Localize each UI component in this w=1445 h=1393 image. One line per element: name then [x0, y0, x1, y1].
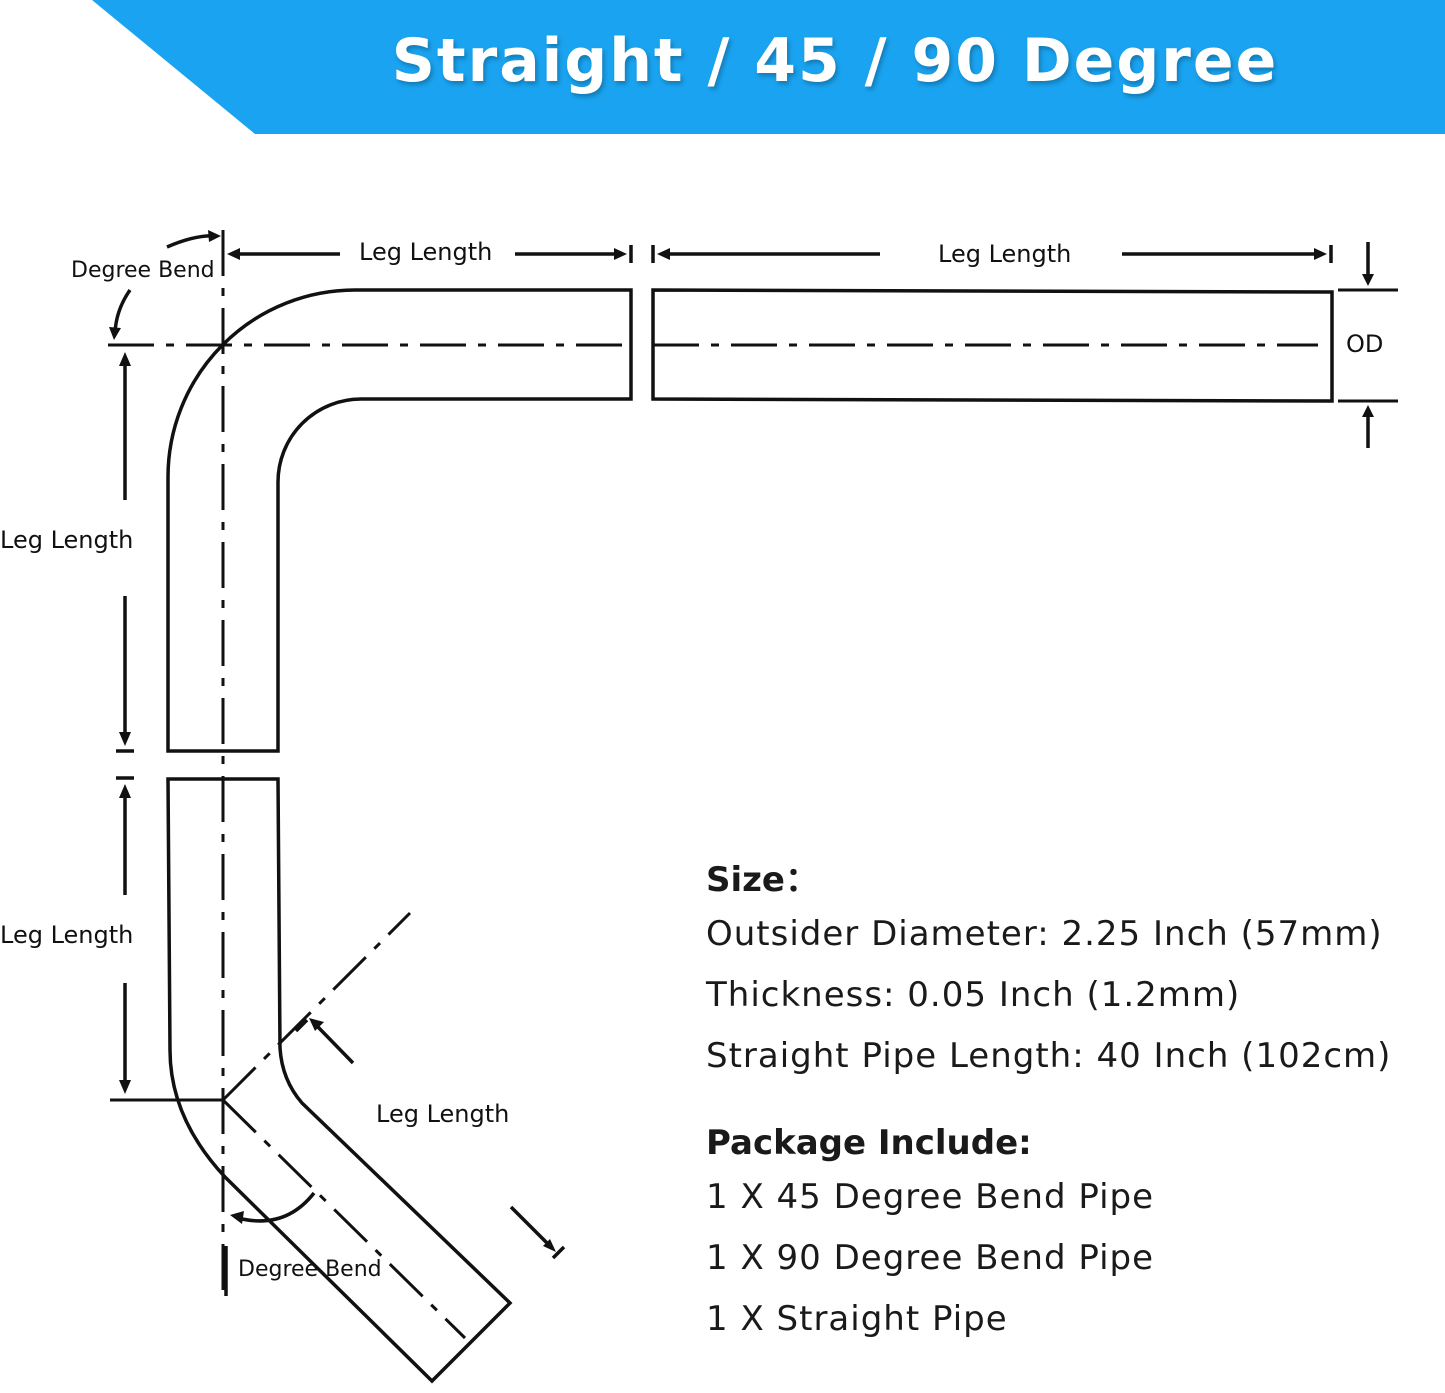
label-degree-bend-top: Degree Bend	[71, 258, 215, 283]
dim-arrow	[119, 1080, 131, 1094]
dim-arrow	[119, 784, 131, 798]
dim-tick	[551, 1245, 566, 1260]
pipe-45-degree-bend	[166, 777, 513, 1384]
spec-outside-diameter: Outsider Diameter: 2.25 Inch (57mm)	[706, 914, 1383, 954]
dim-arrow	[1362, 405, 1374, 417]
label-leg-length-top-left: Leg Length	[359, 238, 492, 266]
package-item: 1 X Straight Pipe	[706, 1299, 1008, 1339]
package-section: Package Include: 1 X 45 Degree Bend Pipe…	[706, 1119, 1426, 1350]
dim-arrow	[109, 327, 121, 340]
spec-thickness: Thickness: 0.05 Inch (1.2mm)	[706, 975, 1241, 1015]
page-title: Straight / 45 / 90 Degree	[391, 26, 1279, 96]
label-leg-length-top-right: Leg Length	[938, 240, 1071, 268]
dim-arrow	[1314, 248, 1327, 260]
centerline-45-diagonal	[221, 1098, 467, 1340]
dim-arrow	[230, 1211, 244, 1224]
label-leg-length-left-upper: Leg Length	[0, 526, 133, 554]
label-od: OD	[1346, 330, 1383, 358]
label-leg-length-diagonal: Leg Length	[376, 1100, 509, 1128]
dim-line-diagonal-b	[509, 1205, 552, 1248]
dim-arrow	[309, 1018, 324, 1031]
size-heading: Size：	[706, 860, 819, 900]
specs-panel: Size： Outsider Diameter: 2.25 Inch (57mm…	[706, 856, 1426, 1350]
dim-line-diagonal-a	[316, 1025, 355, 1065]
dim-arrow	[1362, 274, 1374, 286]
dim-tick	[294, 1018, 309, 1033]
dim-arrow	[543, 1239, 556, 1252]
label-leg-length-left-lower: Leg Length	[0, 921, 133, 949]
centerline-45-extension	[221, 911, 412, 1102]
dim-arrow	[208, 230, 221, 242]
label-degree-bend-bottom: Degree Bend	[238, 1257, 382, 1282]
degree-bend-arc-top-lower	[113, 288, 132, 334]
dim-arrow	[657, 248, 670, 260]
degree-bend-arc-top	[166, 234, 215, 249]
package-item: 1 X 90 Degree Bend Pipe	[706, 1238, 1155, 1278]
degree-bend-arc-bottom	[237, 1191, 316, 1223]
package-item: 1 X 45 Degree Bend Pipe	[706, 1177, 1155, 1217]
package-heading: Package Include:	[706, 1123, 1032, 1163]
pipe-90-degree-bend	[166, 288, 633, 753]
dim-arrow	[119, 732, 131, 746]
dim-arrow	[614, 248, 627, 260]
dim-arrow	[119, 352, 131, 366]
dim-arrow	[227, 248, 240, 260]
banner-shape	[92, 0, 1445, 134]
spec-straight-length: Straight Pipe Length: 40 Inch (102cm)	[706, 1036, 1392, 1076]
title-banner	[92, 0, 1445, 134]
pipe-straight	[651, 288, 1334, 403]
